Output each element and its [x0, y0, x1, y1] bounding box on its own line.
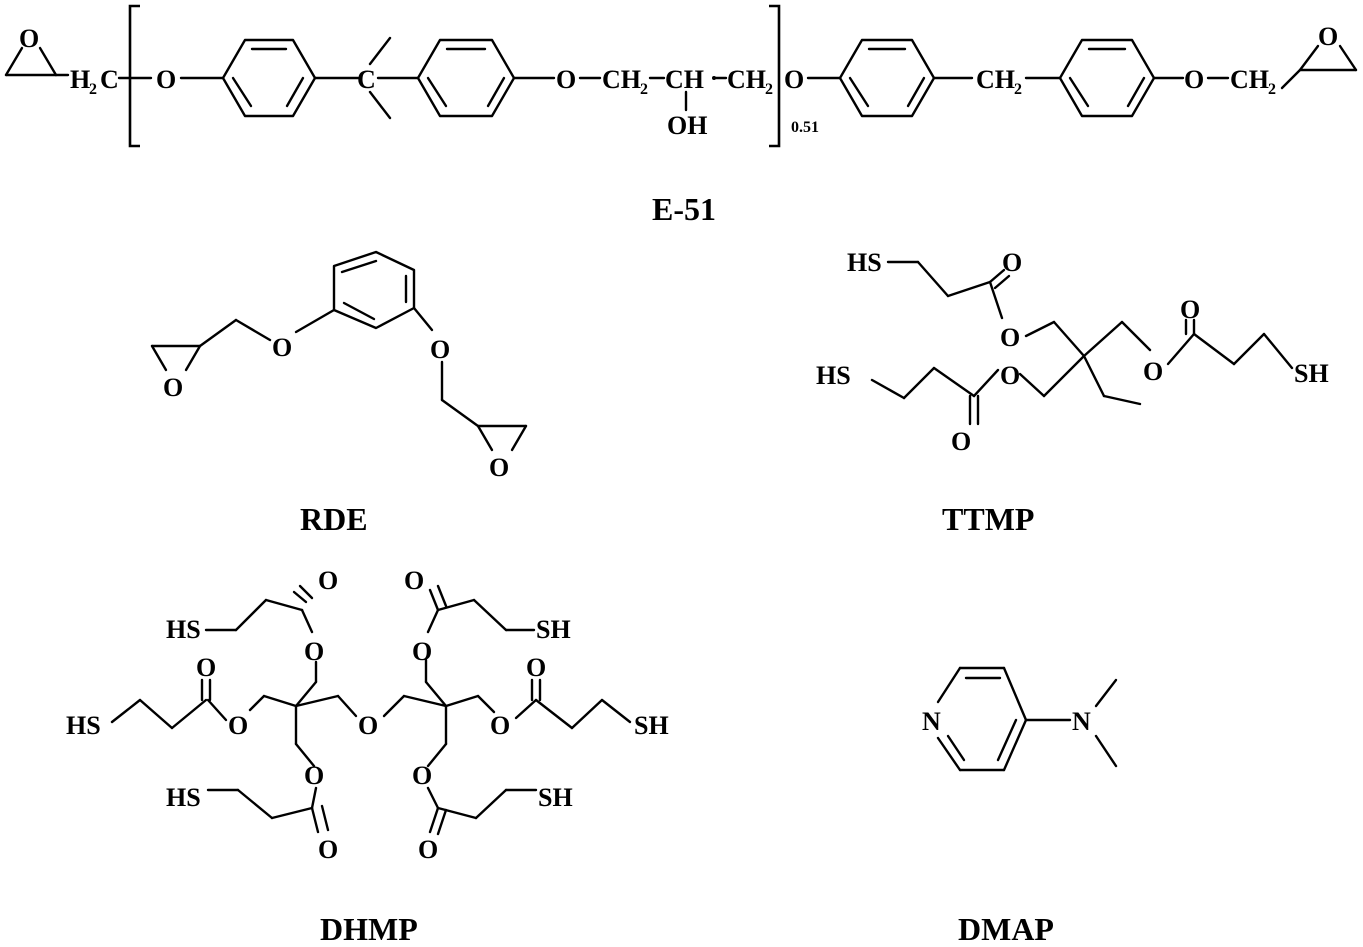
structure-dhmp: O HS O O O HS O O HS [66, 566, 669, 947]
dhmp-hs-top-l: HS [166, 615, 201, 644]
e51-oh: OH [667, 111, 707, 140]
dhmp-o-bot-r-carbonyl: O [418, 835, 438, 864]
rde-o-epoxide-2: O [489, 453, 509, 482]
dhmp-o-top-l-ester: O [304, 637, 324, 666]
dhmp-o-top-l-carbonyl: O [318, 566, 338, 595]
rde-o-epoxide-1: O [163, 373, 183, 402]
e51-h2c-sub: 2 [89, 81, 97, 98]
dhmp-sh-mid-r: SH [634, 711, 669, 740]
e51-benzene-ring-2 [416, 38, 516, 118]
e51-ch2-b-sub: 2 [765, 81, 773, 98]
ttmp-o-carbonyl-top: O [1002, 248, 1022, 277]
e51-o4: O [1184, 65, 1204, 94]
e51-ch: CH [665, 65, 704, 94]
e51-benzene-ring-3 [838, 38, 936, 118]
e51-bracket-right [769, 4, 781, 148]
e51-ch2-a: CH [602, 65, 641, 94]
dhmp-o-top-r-ester: O [412, 637, 432, 666]
rde-o-ether-2: O [430, 335, 450, 364]
dhmp-o-mid-r-ester: O [490, 711, 510, 740]
ttmp-o-ester-top: O [1000, 323, 1020, 352]
dhmp-o-bot-l-ester: O [304, 761, 324, 790]
e51-c-quaternary: C [357, 65, 376, 94]
dhmp-o-bot-l-carbonyl: O [318, 835, 338, 864]
e51-o3: O [784, 65, 804, 94]
e51-o1: O [156, 65, 176, 94]
dhmp-o-mid-r-carbonyl: O [526, 653, 546, 682]
e51-epoxide-left: O [4, 24, 70, 77]
structure-ttmp: HS O O O O SH O O HS [816, 248, 1329, 537]
e51-epoxide-right: O [1280, 22, 1358, 90]
e51-repeat-n: 0.51 [791, 119, 819, 136]
caption-ttmp: TTMP [942, 501, 1034, 537]
rde-epoxide-2: O [476, 424, 528, 482]
ttmp-hs-top: HS [847, 248, 882, 277]
dhmp-hs-bot-l: HS [166, 783, 201, 812]
rde-benzene-ring [332, 250, 416, 330]
e51-ch2-end: CH [1230, 65, 1269, 94]
e51-ch2-b: CH [727, 65, 766, 94]
e51-ch2-bridge-sub: 2 [1014, 81, 1022, 98]
e51-o2: O [556, 65, 576, 94]
e51-ch2-end-sub: 2 [1268, 81, 1276, 98]
dhmp-o-top-r-carbonyl: O [404, 566, 424, 595]
structure-rde: O O O O RDE [150, 250, 528, 537]
structure-e51: O H 2 C O C O CH 2 [4, 4, 1358, 227]
dhmp-o-bot-r-ester: O [412, 761, 432, 790]
e51-benzene-ring-4 [1058, 38, 1156, 118]
dmap-n-ring: N [922, 707, 941, 736]
rde-epoxide-1: O [150, 344, 202, 402]
dhmp-sh-bot-r: SH [538, 783, 573, 812]
dhmp-o-center: O [358, 711, 378, 740]
e51-h2c-h: H [70, 65, 90, 94]
ttmp-o-carbonyl-right: O [1180, 295, 1200, 324]
e51-ch2-bridge: CH [976, 65, 1015, 94]
e51-ch2-a-sub: 2 [640, 81, 648, 98]
caption-e51: E-51 [652, 191, 716, 227]
structure-dmap: N N DMAP [922, 666, 1118, 947]
dhmp-hs-mid-l: HS [66, 711, 101, 740]
ttmp-o-ester-left: O [1000, 361, 1020, 390]
e51-bracket-left [128, 4, 140, 148]
rde-o-ether-1: O [272, 333, 292, 362]
e51-benzene-ring-1 [221, 38, 317, 118]
e51-epoxide-o-right: O [1318, 22, 1338, 51]
ttmp-hs-left: HS [816, 361, 851, 390]
dhmp-o-mid-l-carbonyl: O [196, 653, 216, 682]
caption-dhmp: DHMP [320, 911, 418, 947]
caption-rde: RDE [300, 501, 368, 537]
caption-dmap: DMAP [958, 911, 1054, 947]
dmap-n-amine: N [1072, 707, 1091, 736]
ttmp-sh-right: SH [1294, 359, 1329, 388]
ttmp-o-ester-right: O [1143, 357, 1163, 386]
e51-h2c-c: C [100, 65, 119, 94]
ttmp-o-carbonyl-left: O [951, 427, 971, 456]
dhmp-sh-top-r: SH [536, 615, 571, 644]
e51-epoxide-o-left: O [19, 24, 39, 53]
dhmp-o-mid-l-ester: O [228, 711, 248, 740]
dmap-pyridine-ring [936, 666, 1028, 772]
